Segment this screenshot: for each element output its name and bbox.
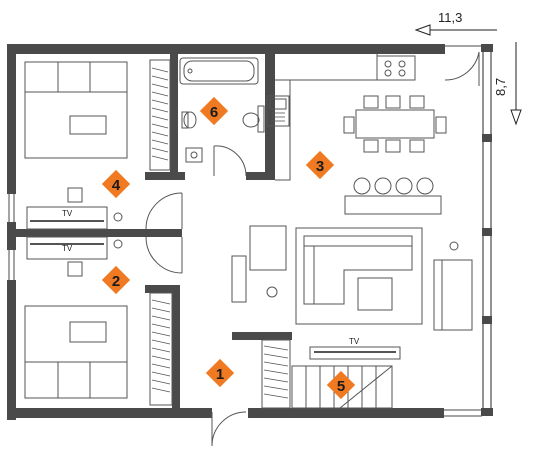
room-marker-1-label: 1 — [216, 366, 224, 383]
doors — [145, 51, 480, 447]
room-marker-3: 3 — [305, 150, 335, 180]
room-marker-4-label: 4 — [112, 177, 121, 194]
bedroom-top — [24, 59, 171, 230]
room-marker-2-label: 2 — [112, 273, 120, 290]
kitchen-living — [231, 54, 473, 331]
tv-label-bedroom-top: TV — [62, 209, 73, 218]
dimension-height-label: 8,7 — [493, 78, 508, 96]
room-marker-1: 1 — [205, 358, 235, 388]
room-marker-6-label: 6 — [210, 104, 218, 121]
dimension-width: 11,3 — [414, 10, 497, 36]
hall — [261, 339, 401, 409]
bathroom — [179, 57, 265, 163]
tv-label-bedroom-bottom: TV — [62, 244, 73, 253]
bedroom-bottom — [24, 236, 173, 406]
room-marker-2: 2 — [101, 265, 131, 295]
room-marker-4: 4 — [101, 169, 131, 199]
room-marker-6: 6 — [199, 96, 229, 126]
room-marker-5-label: 5 — [337, 378, 345, 395]
dimension-height: 8,7 — [493, 42, 522, 126]
walls — [7, 44, 493, 420]
room-marker-5: 5 — [326, 370, 356, 400]
dimension-width-label: 11,3 — [438, 10, 462, 25]
room-marker-3-label: 3 — [316, 158, 324, 175]
tv-label-living: TV — [349, 337, 360, 346]
